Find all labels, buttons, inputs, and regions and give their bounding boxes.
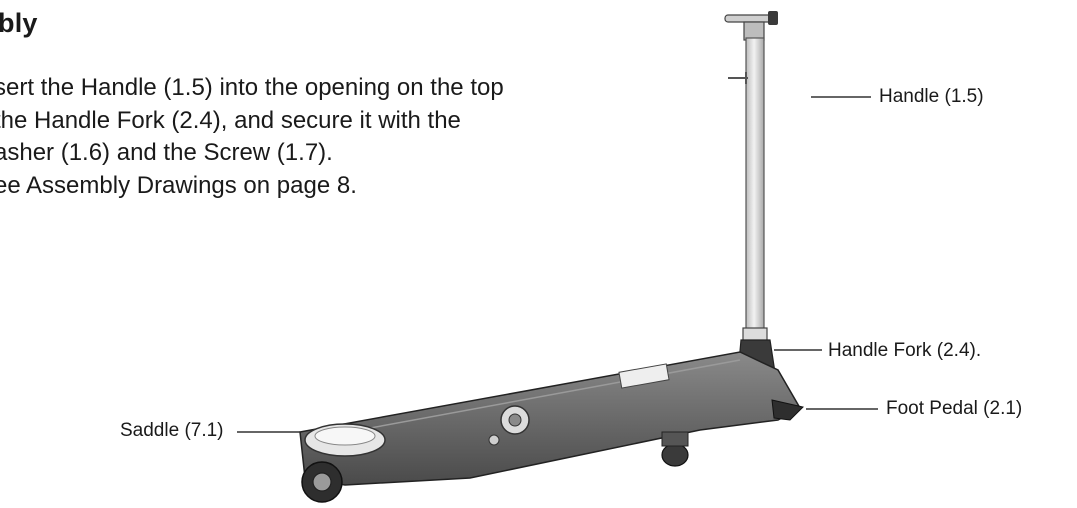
instruction-line-4: ee Assembly Drawings on page 8.: [0, 171, 357, 199]
instruction-line-3: asher (1.6) and the Screw (1.7).: [0, 139, 333, 166]
instruction-line-2: the Handle Fork (2.4), and secure it wit…: [0, 106, 461, 134]
handle-callout-label: Handle (1.5): [879, 86, 984, 107]
rear-wheel: [661, 431, 689, 467]
jack-body: [299, 351, 802, 486]
jack-handle: [724, 11, 778, 343]
section-heading: bly: [0, 8, 38, 38]
instruction-line-1: sert the Handle (1.5) into the opening o…: [0, 74, 504, 101]
foot-pedal-callout-label: Foot Pedal (2.1): [886, 398, 1023, 419]
assembly-instructions: sert the Handle (1.5) into the opening o…: [0, 72, 614, 202]
foot-pedal: [771, 399, 804, 421]
front-wheel: [301, 461, 343, 503]
handle-fork-callout-label: Handle Fork (2.4).: [828, 340, 982, 361]
saddle-callout-label: Saddle (7.1): [120, 420, 224, 441]
